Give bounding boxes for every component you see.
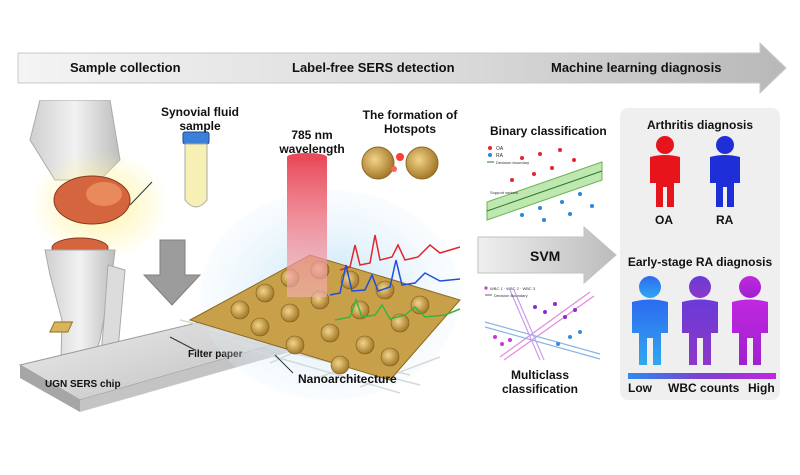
ugn-chip-label: UGN SERS chip [45, 379, 121, 390]
synovial-fluid-line1: Synovial fluid [160, 105, 239, 119]
synovial-fluid-label: Synovial fluid sample [150, 105, 250, 133]
multiclass-label: Multiclass classification [490, 368, 590, 396]
stage-ml-diagnosis: Machine learning diagnosis [551, 60, 722, 75]
synovial-fluid-line2: sample [179, 119, 221, 133]
binary-classification-plot: OA RA Decision boundary Support vectors [486, 146, 603, 222]
oa-label: OA [655, 213, 673, 227]
binary-legend-boundary: Decision boundary [496, 160, 529, 165]
multiclass-line1: Multiclass [510, 368, 570, 382]
sers-detection-illustration [179, 146, 461, 400]
multiclass-legend: WBC 1 · WBC 2 · WBC 3 [490, 286, 536, 291]
stage-sample-collection: Sample collection [70, 60, 181, 75]
wbc-high-label: High [748, 381, 775, 395]
hotspot-line1: The formation of [362, 108, 458, 122]
ra-label: RA [716, 213, 734, 227]
binary-support-vectors: Support vectors [490, 190, 518, 195]
stage-sers-detection: Label-free SERS detection [292, 60, 455, 75]
wbc-gradient-bar [628, 373, 776, 379]
workflow-arrow [17, 41, 787, 95]
nanoarchitecture-label: Nanoarchitecture [298, 372, 397, 386]
binary-classification-title: Binary classification [490, 124, 607, 138]
spectrum-red [339, 234, 461, 271]
wbc-low-label: Low [628, 381, 652, 395]
synovial-vial [184, 143, 208, 208]
early-ra-figures [632, 276, 768, 365]
oa-person-icon [650, 136, 680, 207]
early-ra-title: Early-stage RA diagnosis [627, 255, 773, 269]
multiclass-boundary: Decision Boundary [494, 293, 528, 298]
mid-wbc-person-icon [682, 276, 718, 365]
laser-line2: wavelength [279, 142, 345, 156]
low-wbc-person-icon [632, 276, 668, 365]
svm-label: SVM [530, 248, 561, 264]
laser-label: 785 nm wavelength [272, 128, 352, 156]
hotspot-line2: Hotspots [384, 122, 436, 136]
laser-line1: 785 nm [291, 128, 333, 142]
svm-arrow [477, 225, 617, 285]
high-wbc-person-icon [732, 276, 768, 365]
filter-paper-label: Filter paper [188, 349, 243, 360]
down-arrow [142, 239, 202, 306]
spectrum-green [334, 297, 461, 321]
laser-beam [287, 157, 327, 297]
binary-legend-oa: OA [496, 146, 504, 152]
multiclass-line2: classification [501, 382, 579, 396]
spectrum-blue [329, 259, 461, 296]
wbc-counts-label: WBC counts [668, 381, 740, 395]
hotspot-nanoparticles [361, 146, 439, 180]
hotspot-label: The formation of Hotspots [355, 108, 465, 136]
ra-person-icon [710, 136, 740, 207]
binary-legend-ra: RA [496, 153, 504, 159]
arthritis-figures [650, 136, 740, 207]
multiclass-plot: WBC 1 · WBC 2 · WBC 3 Decision Boundary [484, 286, 601, 361]
arthritis-diagnosis-title: Arthritis diagnosis [646, 118, 753, 132]
